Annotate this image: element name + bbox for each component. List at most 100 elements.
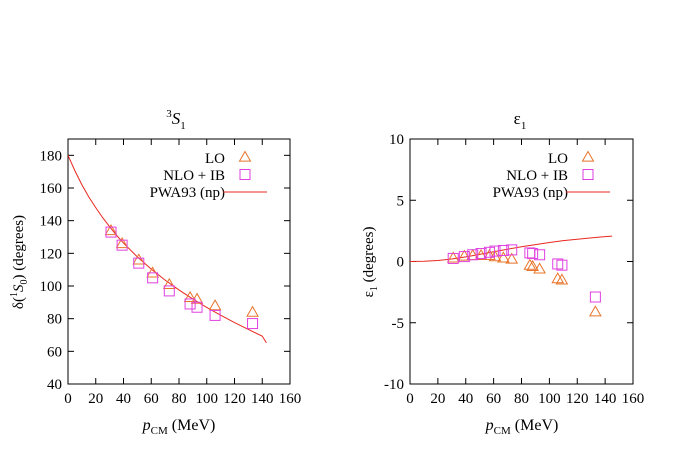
y-tick-label: 0 bbox=[397, 255, 405, 271]
lo-point bbox=[146, 266, 159, 278]
legend-nlo-label: NLO + IB bbox=[506, 168, 568, 184]
nlo-ib-point bbox=[497, 244, 509, 256]
lo-point bbox=[457, 249, 471, 261]
lo-point bbox=[523, 258, 537, 270]
y-tick-label: 60 bbox=[47, 344, 62, 360]
lo-point bbox=[104, 223, 118, 236]
nlo-ib-point bbox=[191, 301, 203, 313]
title-pre-sup: 3 bbox=[166, 108, 172, 120]
nlo-ib-point bbox=[116, 239, 128, 251]
legend-nlo-label: NLO + IB bbox=[163, 168, 225, 184]
nlo-ib-point bbox=[589, 291, 601, 303]
lo-point bbox=[162, 277, 176, 289]
x-tick-label: 20 bbox=[430, 391, 445, 407]
lo-point bbox=[526, 259, 540, 272]
x-tick-label: 60 bbox=[486, 391, 501, 407]
data-markers-epsilon1 bbox=[446, 244, 602, 317]
nlo-ib-point bbox=[184, 298, 196, 310]
lo-point bbox=[208, 299, 222, 311]
nlo-ib-point bbox=[105, 226, 117, 238]
x-tick-label: 40 bbox=[458, 391, 473, 407]
nlo-ib-point bbox=[552, 258, 564, 270]
x-tick-label: 140 bbox=[594, 391, 617, 407]
nlo-ib-point bbox=[489, 245, 501, 257]
legend-lo-marker bbox=[238, 150, 252, 162]
title-sub: 1 bbox=[180, 120, 186, 132]
chart-title-3s1: 3S1 bbox=[166, 108, 186, 132]
legend-nlo-marker bbox=[239, 169, 251, 180]
lo-point bbox=[483, 248, 496, 260]
x-axis-label-3s1: pCM (MeV) bbox=[142, 417, 216, 437]
lo-point bbox=[589, 305, 602, 317]
nlo-ib-point bbox=[527, 248, 539, 260]
nlo-ib-point bbox=[467, 249, 479, 261]
nlo-ib-point bbox=[133, 257, 145, 269]
y-tick-label: 100 bbox=[40, 279, 63, 295]
x-tick-label: 80 bbox=[514, 391, 529, 407]
x-tick-label: 40 bbox=[116, 391, 131, 407]
y-tick-label: 5 bbox=[397, 193, 405, 209]
legend-nlo-marker bbox=[582, 169, 594, 180]
x-tick-label: 20 bbox=[88, 391, 103, 407]
nlo-ib-point bbox=[556, 259, 568, 271]
lo-point bbox=[246, 305, 259, 317]
title-main: S bbox=[172, 109, 181, 128]
legend-lo-label: LO bbox=[548, 151, 568, 167]
legend-3s1: LO NLO + IB PWA93 (np) bbox=[150, 150, 267, 201]
lo-point bbox=[446, 251, 460, 263]
x-tick-label: 0 bbox=[64, 391, 72, 407]
nlo-ib-point bbox=[147, 272, 159, 284]
x-tick-label: 100 bbox=[538, 391, 561, 407]
y-tick-label: 40 bbox=[47, 377, 62, 393]
nlo-ib-point bbox=[524, 247, 536, 259]
legend-lo-marker bbox=[581, 150, 595, 162]
pwa93-curve-3s1 bbox=[67, 155, 267, 344]
legend-pwa-label: PWA93 (np) bbox=[493, 185, 568, 201]
y-tick-label: 10 bbox=[389, 132, 404, 148]
x-axis-label-epsilon1: pCM (MeV) bbox=[485, 417, 559, 437]
x-tick-label: 100 bbox=[196, 391, 219, 407]
chart-title-epsilon1: ε1 bbox=[514, 109, 527, 132]
title-sub: 1 bbox=[521, 120, 527, 132]
y-tick-label: -5 bbox=[392, 316, 405, 332]
lo-point bbox=[551, 272, 565, 284]
nlo-ib-point bbox=[247, 318, 259, 330]
x-tick-label: 160 bbox=[622, 391, 645, 407]
lo-point bbox=[183, 290, 197, 303]
nlo-ib-point bbox=[163, 285, 175, 297]
lo-point bbox=[190, 292, 204, 304]
y-axis-label-epsilon1: ε1 (degrees) bbox=[361, 227, 380, 298]
panel-epsilon1: ε1 0 20 40 60 80 100 120 140 160 -10 -5 0 5 10 pCM (M… bbox=[361, 109, 644, 437]
x-tick-label: 140 bbox=[251, 391, 274, 407]
y-tick-label: 160 bbox=[40, 181, 63, 197]
y-tick-label: 80 bbox=[47, 312, 62, 328]
pwa93-line bbox=[67, 155, 267, 344]
axis-ticks-epsilon1: 0 20 40 60 80 100 120 140 160 -10 -5 0 5 10 bbox=[384, 132, 644, 407]
legend-lo-label: LO bbox=[205, 151, 225, 167]
x-tick-label: 120 bbox=[566, 391, 589, 407]
x-tick-label: 60 bbox=[144, 391, 159, 407]
lo-point bbox=[505, 252, 519, 264]
nlo-ib-point bbox=[447, 252, 459, 264]
y-tick-label: -10 bbox=[384, 377, 404, 393]
nlo-ib-point bbox=[475, 248, 487, 260]
y-axis-label-3s1: δ(1S0) (degrees) bbox=[9, 215, 30, 309]
y-tick-label: 180 bbox=[40, 148, 63, 164]
x-tick-label: 0 bbox=[406, 391, 414, 407]
pwa93-curve-epsilon1 bbox=[409, 235, 613, 262]
legend-epsilon1: LO NLO + IB PWA93 (np) bbox=[493, 150, 610, 201]
y-tick-label: 120 bbox=[40, 246, 63, 262]
data-markers-3s1 bbox=[104, 223, 259, 330]
nlo-ib-point bbox=[506, 244, 518, 256]
lo-point bbox=[555, 273, 569, 285]
x-tick-label: 80 bbox=[172, 391, 187, 407]
lo-point bbox=[497, 251, 510, 263]
nlo-ib-point bbox=[458, 251, 470, 263]
nlo-ib-point bbox=[209, 309, 221, 321]
lo-point bbox=[474, 248, 488, 260]
lo-point bbox=[533, 262, 546, 274]
y-tick-label: 140 bbox=[40, 214, 63, 230]
